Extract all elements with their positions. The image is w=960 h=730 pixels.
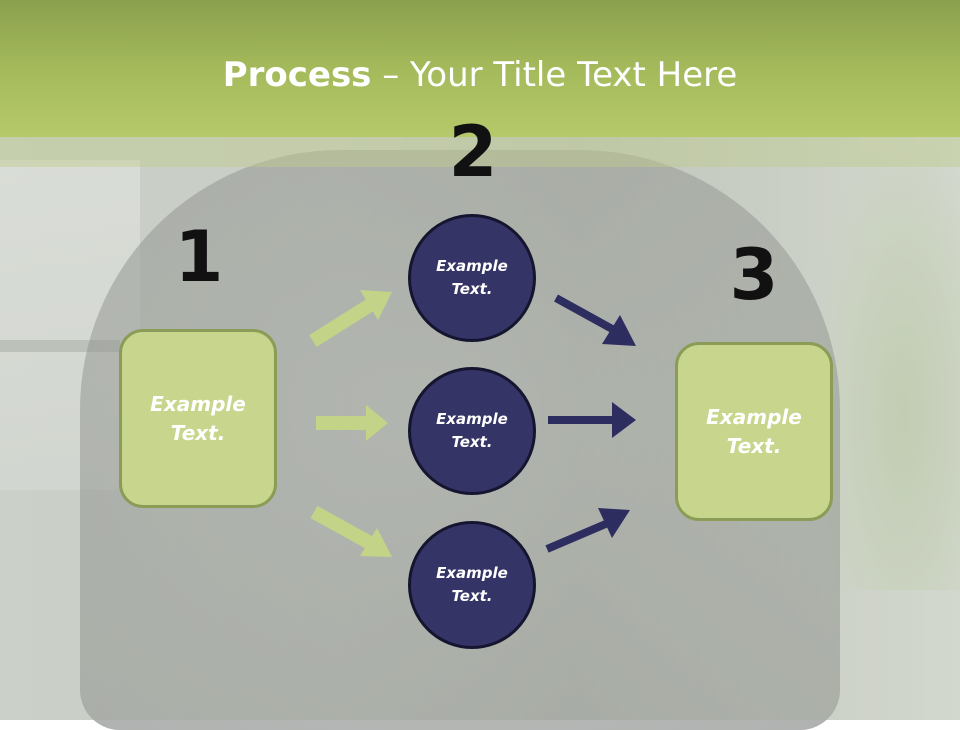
arrow-green-down — [310, 505, 392, 557]
slide-title[interactable]: Process – Your Title Text Here — [0, 52, 960, 98]
step-number-1: 1 — [174, 216, 224, 298]
step-number-3: 3 — [729, 234, 779, 316]
arrow-green-straight — [316, 405, 388, 441]
slide-title-rest: – Your Title Text Here — [371, 55, 738, 95]
step-3-text: Example Text. — [706, 404, 802, 458]
step-3-box[interactable]: Example Text. — [675, 342, 833, 521]
step-1-box[interactable]: Example Text. — [119, 329, 277, 508]
background-plant — [820, 150, 960, 590]
step-2-circle-top[interactable]: Example Text. — [408, 214, 536, 342]
arrow-navy-up — [545, 508, 630, 553]
slide-title-bold: Process — [222, 55, 372, 95]
circle-top-text: Example Text. — [436, 257, 508, 298]
step-1-text: Example Text. — [150, 391, 246, 445]
step-2-circle-middle[interactable]: Example Text. — [408, 367, 536, 495]
arrow-green-up — [309, 290, 392, 347]
arrow-navy-down — [554, 294, 636, 346]
title-band-fade — [0, 137, 960, 167]
circle-middle-text: Example Text. — [436, 410, 508, 451]
step-number-2: 2 — [448, 111, 498, 193]
step-2-circle-bottom[interactable]: Example Text. — [408, 521, 536, 649]
arrow-navy-straight — [548, 402, 636, 438]
circle-bottom-text: Example Text. — [436, 564, 508, 605]
title-band — [0, 0, 960, 137]
